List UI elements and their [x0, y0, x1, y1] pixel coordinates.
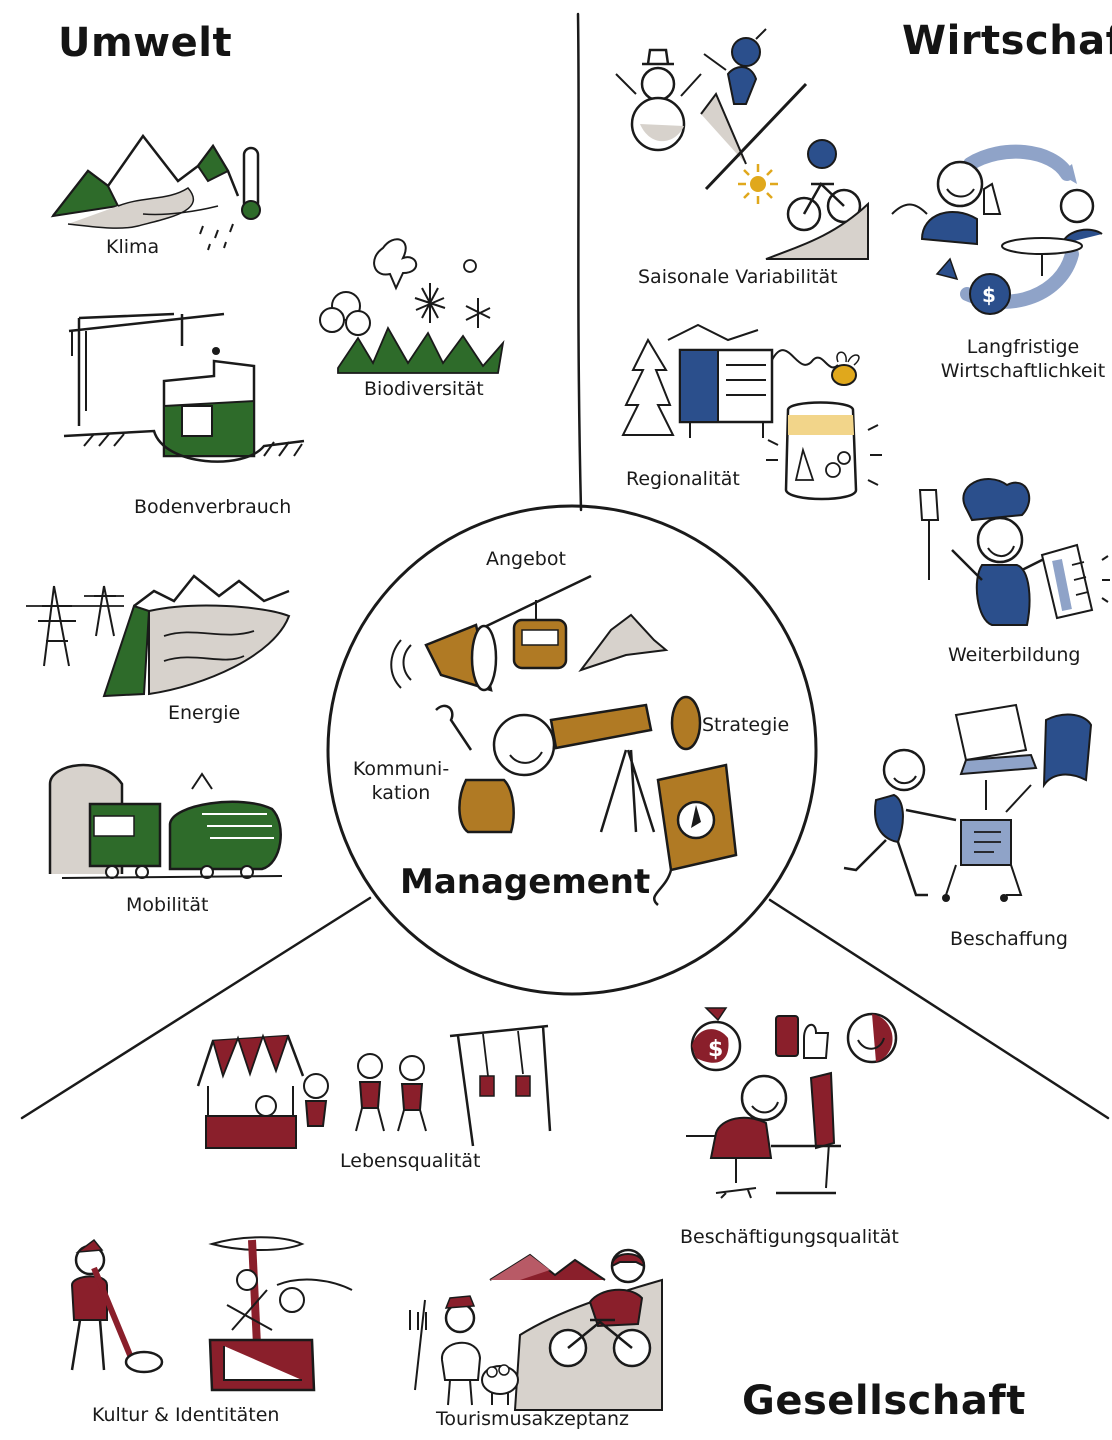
center-title-management: Management [400, 862, 651, 902]
section-title-umwelt: Umwelt [58, 20, 233, 66]
weiterbildung-illustration [918, 478, 1110, 626]
section-title-wirtschaft: Wirtschaft [902, 18, 1112, 64]
management-illustration [390, 574, 738, 906]
label-strategie: Strategie [702, 714, 790, 736]
label-biodiversitaet: Biodiversität [364, 378, 484, 400]
label-langfristige-line2: Wirtschaftlichkeit [940, 359, 1106, 382]
label-kultur: Kultur & Identitäten [92, 1404, 280, 1426]
label-langfristige: Langfristige Wirtschaftlichkeit [938, 336, 1108, 384]
label-lebensqualitaet: Lebensqualität [340, 1150, 481, 1172]
label-regionalitaet: Regionalität [626, 468, 740, 490]
biodiversitaet-illustration [319, 238, 505, 374]
label-kommunikation-line1: Kommuni- [352, 758, 450, 780]
svg-text:$: $ [982, 283, 996, 307]
label-bodenverbrauch: Bodenverbrauch [134, 496, 292, 518]
beschaeftigungsqualitaet-illustration: $ [686, 1007, 898, 1199]
label-tourismusakzeptanz: Tourismusakzeptanz [436, 1408, 629, 1430]
regionalitaet-illustration [621, 323, 882, 501]
label-mobilitaet: Mobilität [126, 894, 209, 916]
label-beschaffung: Beschaffung [950, 928, 1068, 950]
lebensqualitaet-illustration [196, 1024, 552, 1149]
label-beschaeftigungsqualitaet: Beschäftigungsqualität [680, 1226, 899, 1248]
label-weiterbildung: Weiterbildung [948, 644, 1081, 666]
klima-illustration [50, 133, 261, 251]
label-langfristige-line1: Langfristige [966, 336, 1080, 358]
label-saisonale: Saisonale Variabilität [638, 266, 838, 288]
label-kommunikation-line2: kation [371, 781, 431, 804]
label-klima: Klima [106, 236, 160, 258]
kultur-illustration [70, 1236, 353, 1392]
bodenverbrauch-illustration [63, 312, 305, 463]
svg-text:$: $ [708, 1037, 723, 1062]
label-energie: Energie [168, 702, 241, 724]
langfristige-illustration: $ [891, 144, 1103, 315]
label-kommunikation: Kommuni- kation [346, 758, 456, 806]
tourismusakzeptanz-illustration [409, 1248, 663, 1411]
section-title-gesellschaft: Gesellschaft [742, 1378, 1026, 1424]
saisonale-illustration [615, 28, 869, 260]
mobilitaet-illustration [48, 763, 283, 879]
label-angebot: Angebot [486, 548, 566, 570]
energie-illustration [26, 574, 291, 698]
beschaffung-illustration [843, 703, 1093, 902]
